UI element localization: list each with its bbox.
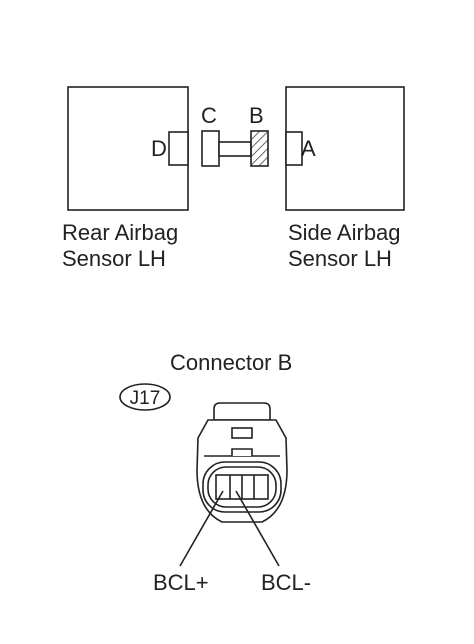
rear-airbag-sensor bbox=[67, 86, 189, 211]
rear-sensor-label-line2: Sensor LH bbox=[62, 246, 166, 271]
connector-d-socket bbox=[168, 131, 189, 166]
pin-a-label: A bbox=[301, 136, 316, 161]
side-sensor-label-line1: Side Airbag bbox=[288, 220, 401, 245]
connector-face bbox=[196, 402, 288, 523]
connector-latch bbox=[213, 402, 271, 421]
pin-d-label: D bbox=[151, 136, 167, 161]
connector-window bbox=[231, 427, 253, 439]
connector-code-label: J17 bbox=[130, 388, 161, 409]
pin-b-label: B bbox=[249, 103, 264, 128]
connector-ridge-tab bbox=[231, 448, 253, 456]
bcl-plus-leader bbox=[179, 490, 224, 567]
bcl-minus-label: BCL- bbox=[261, 570, 311, 595]
side-sensor-label-line2: Sensor LH bbox=[288, 246, 392, 271]
connector-code-badge: J17 bbox=[119, 383, 171, 411]
connector-code-oval bbox=[119, 383, 171, 411]
bcl-plus-label: BCL+ bbox=[153, 570, 209, 595]
connector-bridge bbox=[218, 141, 252, 157]
bcl-minus-leader bbox=[235, 490, 280, 567]
connector-title: Connector B bbox=[170, 350, 292, 375]
side-airbag-sensor bbox=[285, 86, 405, 211]
pin-c-label: C bbox=[201, 103, 217, 128]
side-sensor-box bbox=[285, 86, 405, 211]
connector-b-hatched bbox=[250, 130, 269, 167]
rear-sensor-label-line1: Rear Airbag bbox=[62, 220, 178, 245]
intermediate-connector bbox=[201, 130, 269, 167]
rear-sensor-box bbox=[67, 86, 189, 211]
connector-c-body bbox=[201, 130, 220, 167]
connector-a-socket bbox=[285, 131, 303, 166]
